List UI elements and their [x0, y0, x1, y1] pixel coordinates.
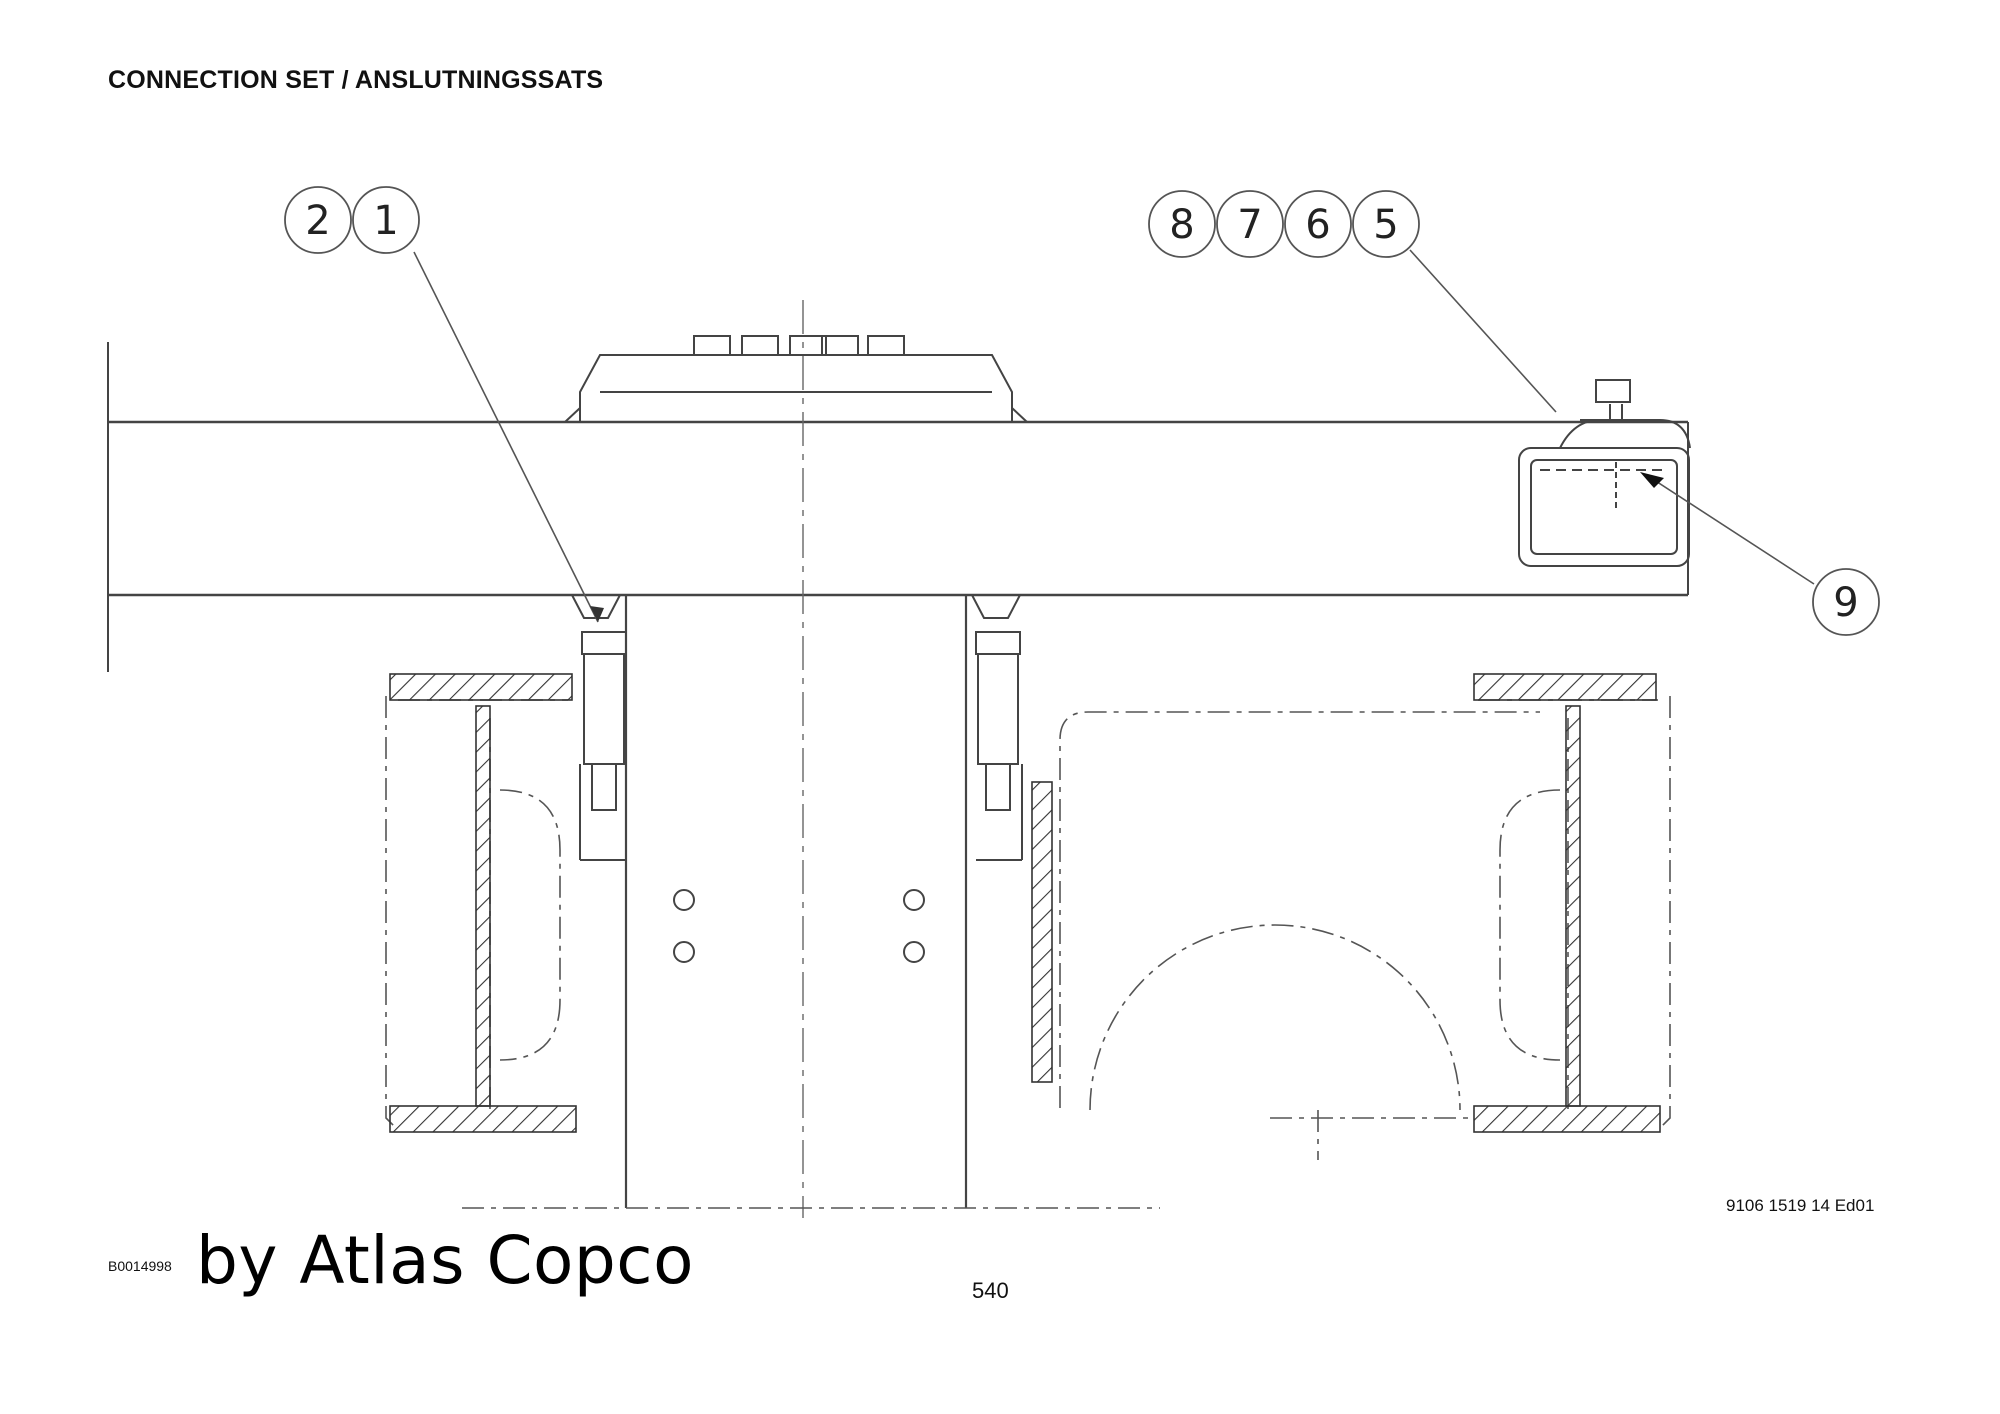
callout-number-1: 1 [373, 198, 398, 244]
callout-number-2: 2 [305, 198, 330, 244]
left-clamp [571, 594, 627, 861]
leader-lines [413, 249, 1815, 623]
callout-balloon-9 [1812, 568, 1880, 636]
hatched-sections [389, 673, 1661, 1133]
callout-number-9: 9 [1833, 580, 1858, 626]
callout-balloon-2 [284, 186, 352, 254]
callout-balloon-6 [1284, 190, 1352, 258]
leader-arrow [590, 606, 604, 622]
callout-number-7: 7 [1237, 202, 1262, 248]
leader-arrow [1640, 472, 1664, 488]
document-number: 9106 1519 14 Ed01 [1726, 1196, 1875, 1215]
callout-balloon-5 [1352, 190, 1420, 258]
callout-number-5: 5 [1373, 202, 1398, 248]
brand-signature: by Atlas Copco [196, 1222, 694, 1299]
top-plate [564, 335, 1028, 423]
right-clamp [971, 594, 1023, 861]
callout-balloon-7 [1216, 190, 1284, 258]
callout-balloon-1 [352, 186, 420, 254]
main-beam [108, 420, 1689, 597]
page-number: 540 [972, 1278, 1009, 1303]
callout-number-6: 6 [1305, 202, 1330, 248]
right-box-profile [1518, 379, 1691, 567]
callout-number-8: 8 [1169, 202, 1194, 248]
center-column [624, 595, 968, 1208]
callout-balloon-8 [1148, 190, 1216, 258]
page-title: CONNECTION SET / ANSLUTNINGSSATS [108, 66, 604, 94]
drawing-id: B0014998 [108, 1258, 172, 1274]
